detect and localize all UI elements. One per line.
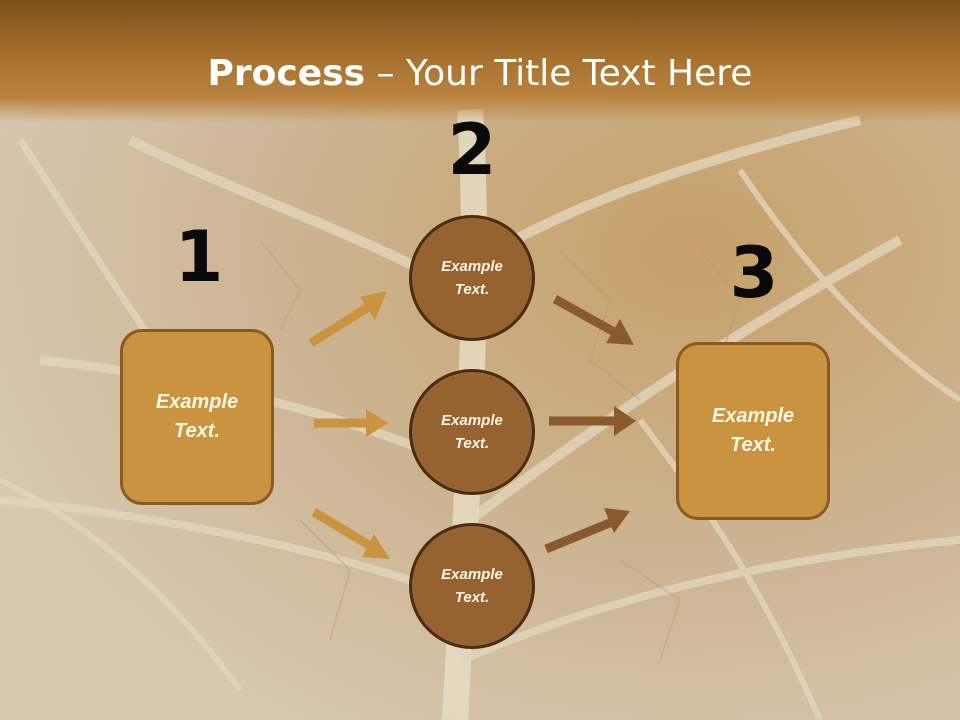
arrow-left-up: [308, 291, 387, 347]
step2-circle-middle-text: Example Text.: [441, 412, 503, 452]
slide-title: Process – Your Title Text Here: [0, 52, 960, 96]
step1-box[interactable]: Example Text.: [120, 329, 274, 505]
step2-circle-bottom-text: Example Text.: [441, 566, 503, 606]
arrow-left-down: [311, 508, 390, 559]
arrow-left-middle: [314, 409, 388, 437]
title-bold-part: Process: [207, 53, 366, 94]
step2-circle-bottom[interactable]: Example Text.: [409, 523, 535, 649]
arrow-right-down: [552, 295, 634, 345]
step3-text: Example Text.: [711, 405, 795, 456]
step1-text: Example Text.: [155, 391, 239, 442]
step-number-1: 1: [174, 216, 224, 298]
step3-box[interactable]: Example Text.: [676, 342, 830, 520]
arrow-right-middle: [549, 406, 636, 436]
step2-circle-middle[interactable]: Example Text.: [409, 369, 535, 495]
step-number-3: 3: [729, 232, 779, 314]
step2-circle-top[interactable]: Example Text.: [409, 215, 535, 341]
arrow-right-up: [544, 508, 630, 554]
step-number-2: 2: [447, 109, 497, 191]
title-rest-part: – Your Title Text Here: [365, 53, 753, 94]
step2-circle-top-text: Example Text.: [441, 258, 503, 298]
title-bar: [0, 0, 960, 122]
